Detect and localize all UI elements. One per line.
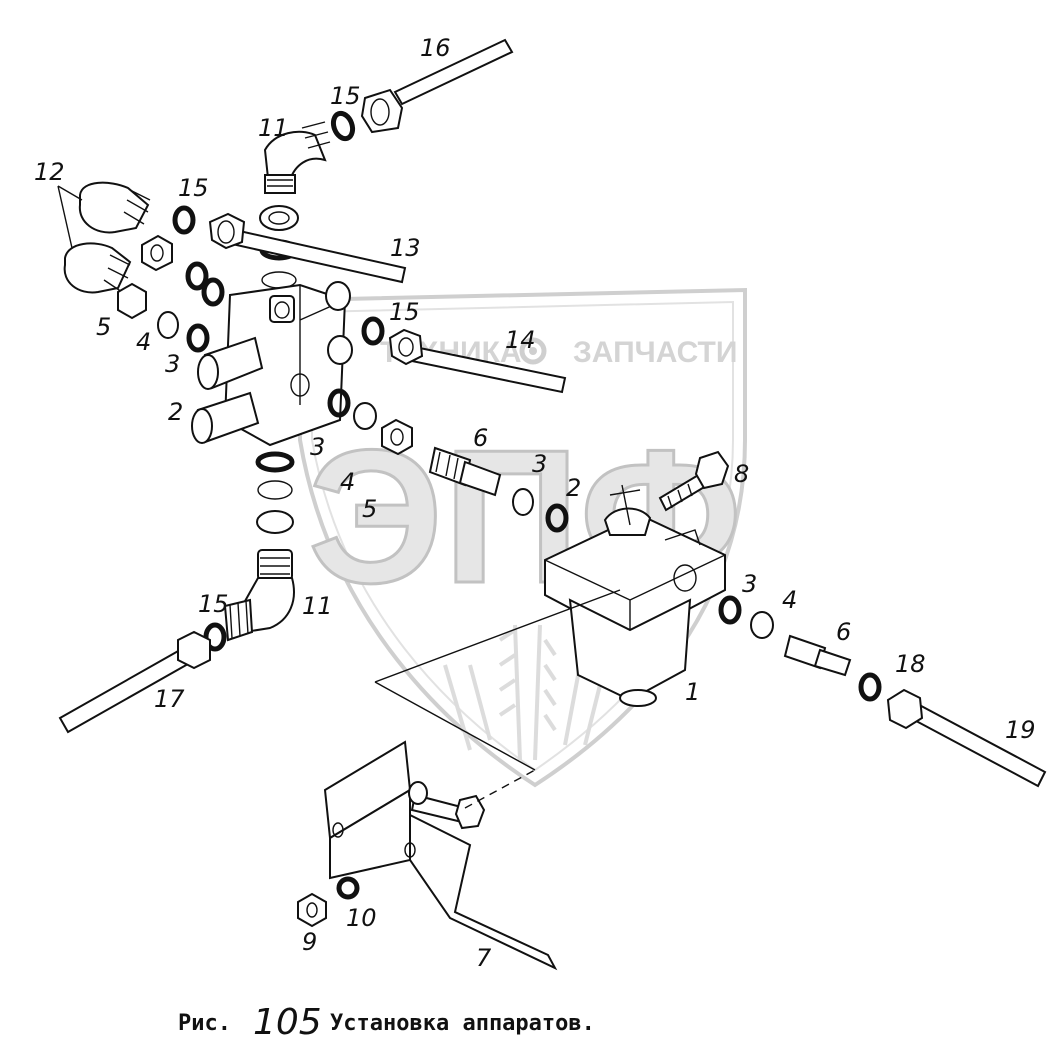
- callout-15-top: 15: [330, 82, 361, 110]
- callout-14: 14: [505, 326, 536, 354]
- callout-15-mid: 15: [389, 298, 420, 326]
- watermark-brand-right: ЗАПЧАСТИ: [573, 336, 737, 369]
- lower-fitting-stack: [255, 451, 295, 534]
- callout-4-left: 4: [136, 328, 151, 356]
- callout-6-right: 6: [836, 618, 851, 646]
- callout-4-center: 4: [340, 468, 355, 496]
- o-ring-15-mid: [361, 316, 385, 346]
- callout-5-center: 5: [362, 495, 377, 523]
- washer-3-mid: [512, 488, 534, 516]
- callout-15-left: 15: [178, 174, 209, 202]
- callout-18: 18: [895, 650, 926, 678]
- pipe-17: [58, 630, 211, 734]
- right-fitting-chain: [718, 595, 882, 702]
- figure-caption: Рис. 105 Установка аппаратов.: [178, 1002, 595, 1043]
- callout-3-center: 3: [310, 433, 325, 461]
- right-fitting-stack: [327, 388, 413, 456]
- bolt-8: [658, 450, 730, 512]
- elbow-fitting-11-top: [263, 121, 331, 194]
- callout-6-left: 6: [473, 424, 488, 452]
- caption-prefix: Рис.: [178, 1011, 231, 1036]
- callout-2-mid: 2: [566, 474, 581, 502]
- callout-2-left: 2: [168, 398, 183, 426]
- callout-labels: 16 15 11 12 15 13 5 4 3 2 15 14 3 4 5 6 …: [34, 34, 1036, 972]
- bracket-7: [323, 740, 558, 971]
- gear-icon: [519, 337, 547, 365]
- callout-3-mid: 3: [532, 450, 547, 478]
- callout-3-right: 3: [742, 570, 757, 598]
- watermark-wheat-icon: [443, 624, 607, 761]
- callout-9: 9: [302, 928, 317, 956]
- o-ring-2-mid: [545, 503, 569, 533]
- callout-5-left: 5: [96, 313, 111, 341]
- pipe-19: [886, 688, 1047, 788]
- callout-4-right: 4: [782, 586, 797, 614]
- callout-7: 7: [476, 944, 492, 972]
- nut-9-washer-10: [297, 876, 360, 928]
- callout-11-top: 11: [258, 114, 289, 142]
- filter-housing-1: [544, 484, 726, 707]
- callout-15-bottom: 15: [198, 590, 229, 618]
- union-6-left: [428, 446, 502, 497]
- elbow-fitting-11-bottom: [223, 549, 295, 642]
- caption-number: 105: [253, 1002, 322, 1043]
- bolt-bracket: [408, 781, 486, 830]
- part-pipe-16: [360, 38, 514, 134]
- callout-8: 8: [734, 460, 749, 488]
- leader-lines: [374, 589, 621, 809]
- callout-3-left: 3: [165, 350, 180, 378]
- o-ring-15-top: [330, 110, 356, 142]
- callout-12: 12: [34, 158, 65, 186]
- callout-11-bottom: 11: [302, 592, 333, 620]
- callout-19: 19: [1005, 716, 1036, 744]
- callout-1: 1: [685, 678, 700, 706]
- caption-title: Установка аппаратов.: [330, 1011, 595, 1036]
- o-ring-15-left: [172, 205, 196, 235]
- pipe-14: [388, 328, 567, 394]
- elbow-fittings-12: [57, 181, 151, 294]
- valve-block-2: [191, 281, 353, 447]
- nuts-left: [117, 234, 225, 353]
- pipe-13: [208, 212, 407, 284]
- callout-16: 16: [420, 34, 451, 62]
- callout-13: 13: [390, 234, 421, 262]
- callout-10: 10: [346, 904, 377, 932]
- callout-17: 17: [154, 685, 185, 713]
